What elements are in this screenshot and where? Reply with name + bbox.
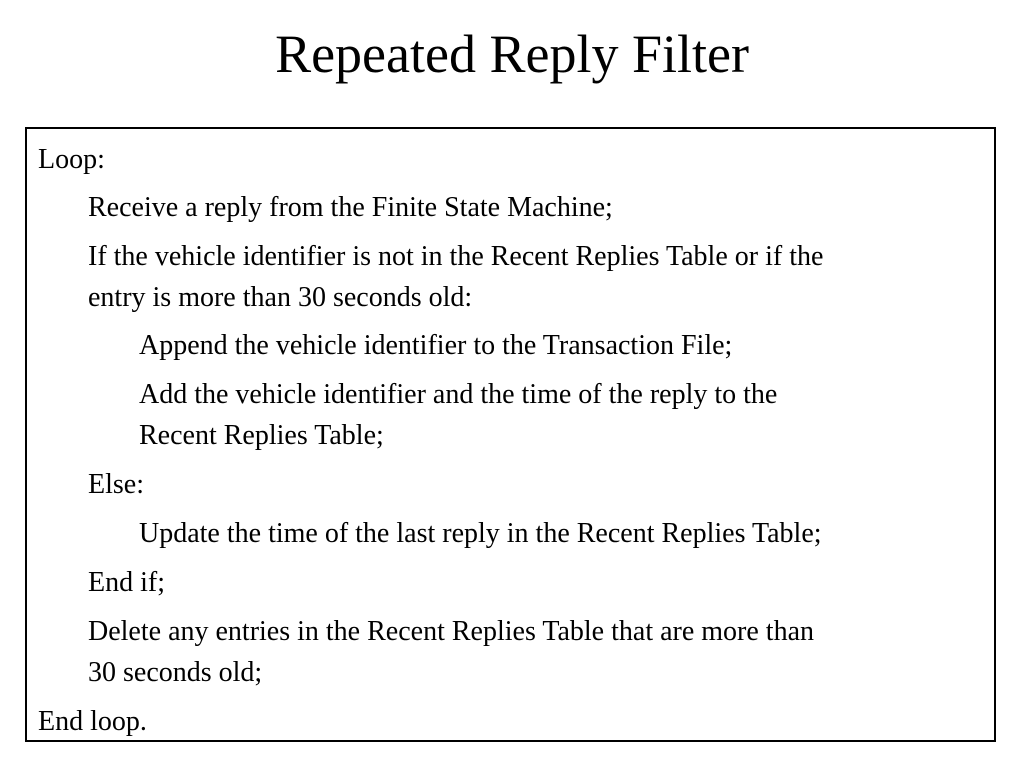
- slide-title: Repeated Reply Filter: [275, 24, 749, 84]
- algorithm-line-add-continued: Recent Replies Table;: [139, 420, 384, 451]
- algorithm-box: Loop: Receive a reply from the Finite St…: [25, 127, 996, 742]
- algorithm-line-else: Else:: [88, 469, 144, 500]
- algorithm-line-add: Add the vehicle identifier and the time …: [139, 379, 778, 410]
- algorithm-line-update: Update the time of the last reply in the…: [139, 518, 822, 549]
- algorithm-line-loop: Loop:: [38, 144, 105, 175]
- algorithm-line-delete-continued: 30 seconds old;: [88, 657, 263, 688]
- algorithm-line-if: If the vehicle identifier is not in the …: [88, 241, 824, 272]
- algorithm-line-if-continued: entry is more than 30 seconds old:: [88, 282, 473, 313]
- algorithm-line-delete: Delete any entries in the Recent Replies…: [88, 616, 815, 647]
- algorithm-line-end-if: End if;: [88, 567, 165, 598]
- algorithm-line-end-loop: End loop.: [38, 706, 147, 737]
- algorithm-line-receive: Receive a reply from the Finite State Ma…: [88, 192, 613, 223]
- algorithm-line-append: Append the vehicle identifier to the Tra…: [139, 330, 733, 361]
